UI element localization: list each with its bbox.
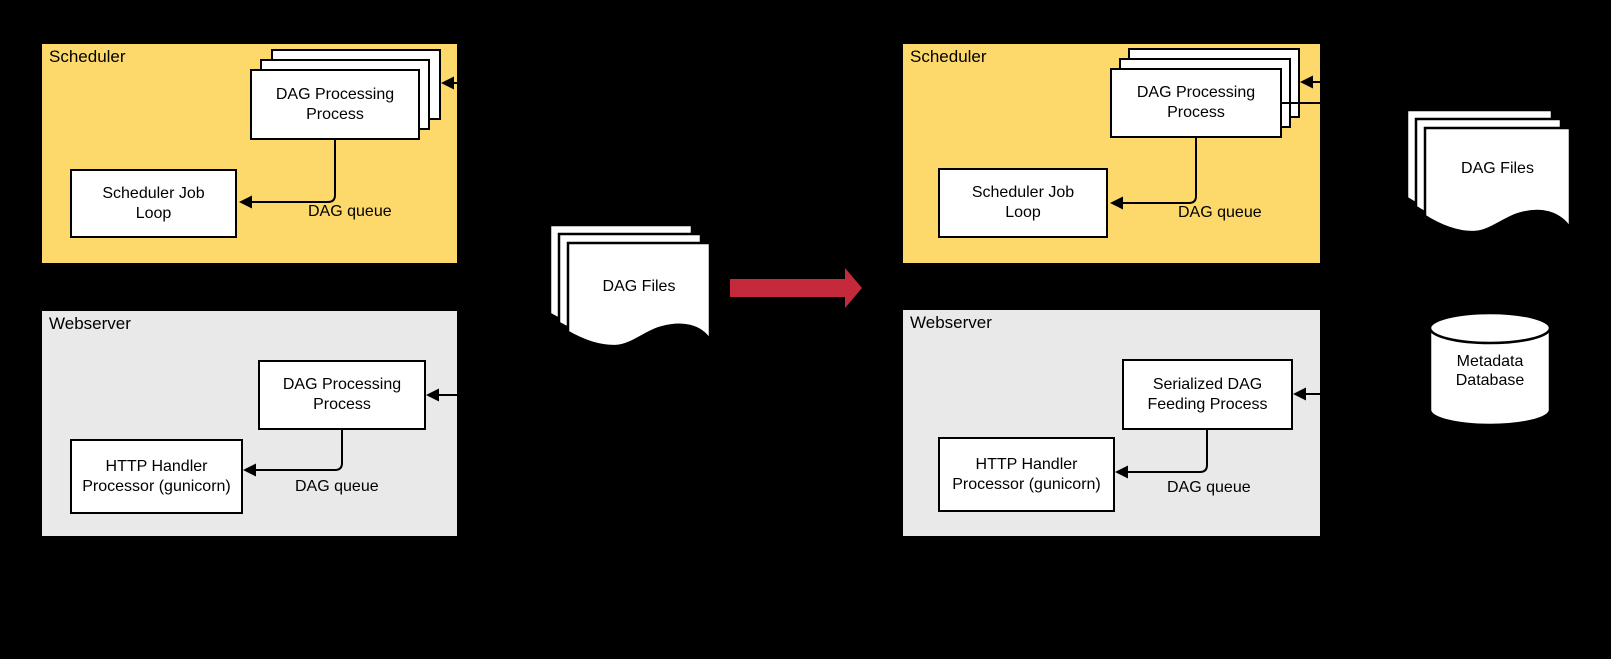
middle-dag-files-label: DAG Files xyxy=(602,278,676,295)
right-dag-files-shape xyxy=(1405,108,1572,234)
right-scheduler-job-loop-node: Scheduler Job Loop xyxy=(938,168,1108,238)
left-webserver-dag-processing-label: DAG Processing Process xyxy=(282,376,402,413)
left-dag-processing-label: DAG Processing Process xyxy=(275,85,395,123)
middle-dag-files-shape xyxy=(548,223,712,348)
right-serialized-dag-feeding-node: Serialized DAG Feeding Process xyxy=(1122,359,1293,430)
left-dag-processing-node: DAG Processing Process xyxy=(250,69,420,140)
left-webserver-dag-queue-label: DAG queue xyxy=(295,478,379,495)
right-scheduler-job-loop-label: Scheduler Job Loop xyxy=(971,184,1075,221)
metadata-database-label: Metadata Database xyxy=(1455,353,1525,390)
right-http-handler-node: HTTP Handler Processor (gunicorn) xyxy=(938,437,1115,512)
right-http-handler-label: HTTP Handler Processor (gunicorn) xyxy=(952,455,1101,493)
left-scheduler-dag-queue-label: DAG queue xyxy=(308,203,392,220)
right-scheduler-title: Scheduler xyxy=(910,47,987,66)
left-webserver-title: Webserver xyxy=(49,314,131,333)
left-scheduler-title: Scheduler xyxy=(49,47,126,66)
metadata-database-shape xyxy=(1428,311,1552,427)
right-serialized-dag-feeding-label: Serialized DAG Feeding Process xyxy=(1147,375,1268,413)
right-webserver-title: Webserver xyxy=(910,313,992,332)
migration-arrow xyxy=(730,268,862,308)
left-http-handler-node: HTTP Handler Processor (gunicorn) xyxy=(70,439,243,514)
right-dag-processing-label: DAG Processing Process xyxy=(1136,84,1256,121)
left-scheduler-job-loop-node: Scheduler Job Loop xyxy=(70,169,237,238)
right-dag-processing-node: DAG Processing Process xyxy=(1110,68,1282,138)
right-webserver-dag-queue-label: DAG queue xyxy=(1167,479,1251,496)
left-scheduler-job-loop-label: Scheduler Job Loop xyxy=(102,184,205,222)
left-http-handler-label: HTTP Handler Processor (gunicorn) xyxy=(82,457,231,495)
right-scheduler-dag-queue-label: DAG queue xyxy=(1178,204,1262,221)
left-webserver-dag-processing-node: DAG Processing Process xyxy=(258,360,426,430)
right-dag-files-label: DAG Files xyxy=(1461,160,1534,177)
